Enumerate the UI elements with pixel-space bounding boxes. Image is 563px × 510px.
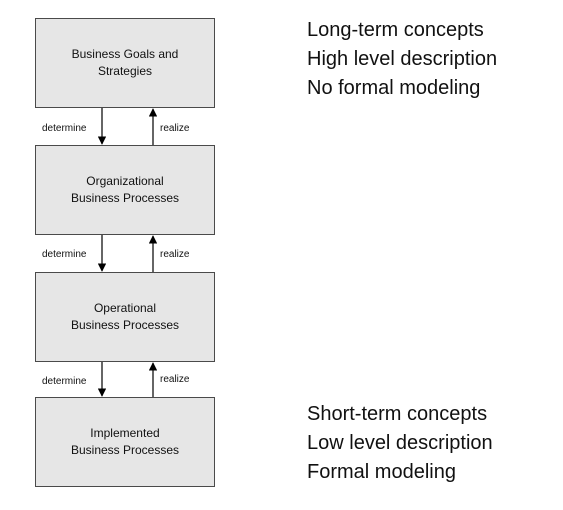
level-label: Business Goals and Strategies	[71, 47, 179, 78]
determine-label: determine	[42, 376, 87, 387]
level-box-organizational-processes: Organizational Business Processes	[35, 145, 215, 235]
level-box-business-goals: Business Goals and Strategies	[35, 18, 215, 108]
note-line: Long-term concepts	[307, 19, 484, 41]
note-line: No formal modeling	[307, 77, 481, 99]
level-label: Operational Business Processes	[70, 301, 180, 332]
realize-label: realize	[160, 249, 190, 260]
level-label: Implemented Business Processes	[70, 426, 180, 457]
level-box-operational-processes: Operational Business Processes	[35, 272, 215, 362]
note-line: High level description	[307, 48, 498, 70]
realize-label: realize	[160, 374, 190, 385]
determine-label: determine	[42, 249, 87, 260]
determine-label: determine	[42, 123, 87, 134]
level-box-implemented-processes: Implemented Business Processes	[35, 397, 215, 487]
note-line: Short-term concepts	[307, 403, 488, 425]
note-top: Long-term concepts High level descriptio…	[307, 16, 497, 103]
note-bottom: Short-term concepts Low level descriptio…	[307, 400, 493, 487]
note-line: Formal modeling	[307, 461, 456, 483]
level-label: Organizational Business Processes	[70, 174, 180, 205]
realize-label: realize	[160, 123, 190, 134]
note-line: Low level description	[307, 432, 493, 454]
